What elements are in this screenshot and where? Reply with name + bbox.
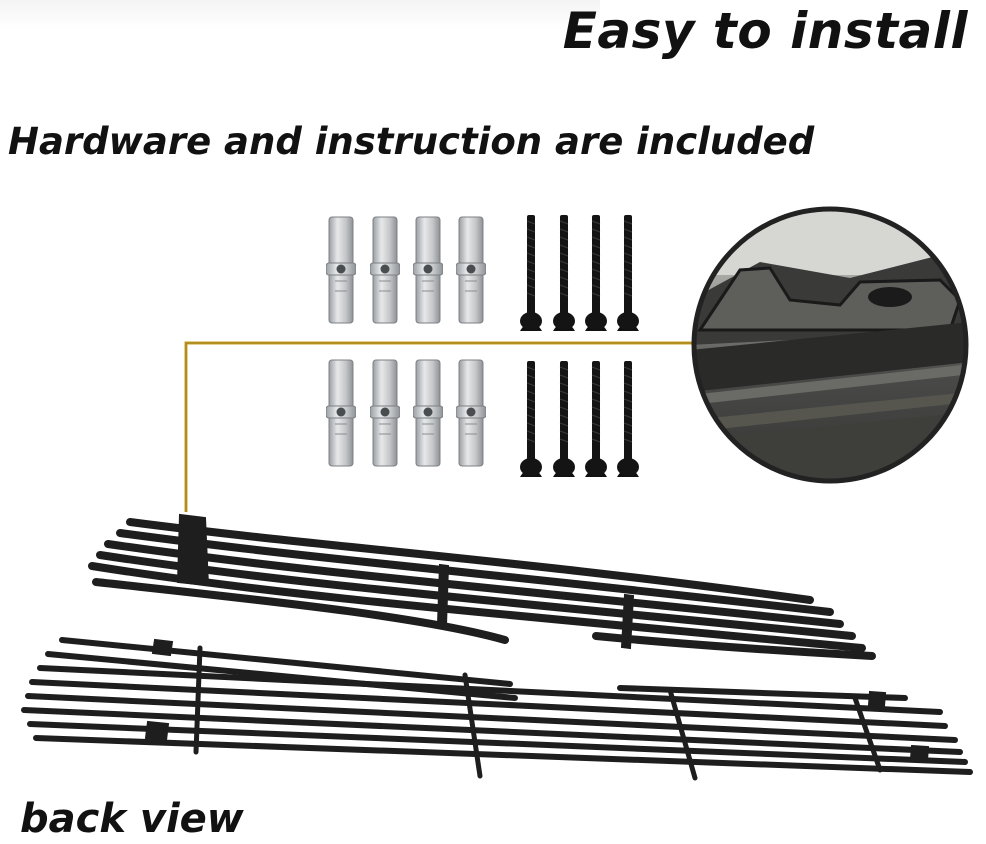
clip-8	[456, 359, 486, 467]
top-background-fade	[0, 0, 600, 30]
bolt-5	[519, 360, 543, 478]
bolt-2	[552, 214, 576, 332]
view-caption: back view	[20, 796, 244, 842]
clip-5	[326, 359, 356, 467]
bolt-4	[616, 214, 640, 332]
lower-grille	[21, 637, 973, 781]
leader-line	[184, 341, 700, 512]
title-caption: Easy to install	[562, 2, 968, 60]
bolt-1	[519, 214, 543, 332]
bolt-group	[519, 214, 640, 478]
clip-1	[326, 216, 356, 324]
clip-2	[370, 216, 400, 324]
subtitle-caption: Hardware and instruction are included	[8, 120, 815, 163]
clip-3	[413, 216, 443, 324]
zoom-detail-circle	[691, 206, 969, 484]
clip-4	[456, 216, 486, 324]
upper-grille	[88, 513, 876, 660]
clip-6	[370, 359, 400, 467]
bolt-6	[552, 360, 576, 478]
bolt-3	[584, 214, 608, 332]
clip-7	[413, 359, 443, 467]
bolt-7	[584, 360, 608, 478]
bolt-8	[616, 360, 640, 478]
